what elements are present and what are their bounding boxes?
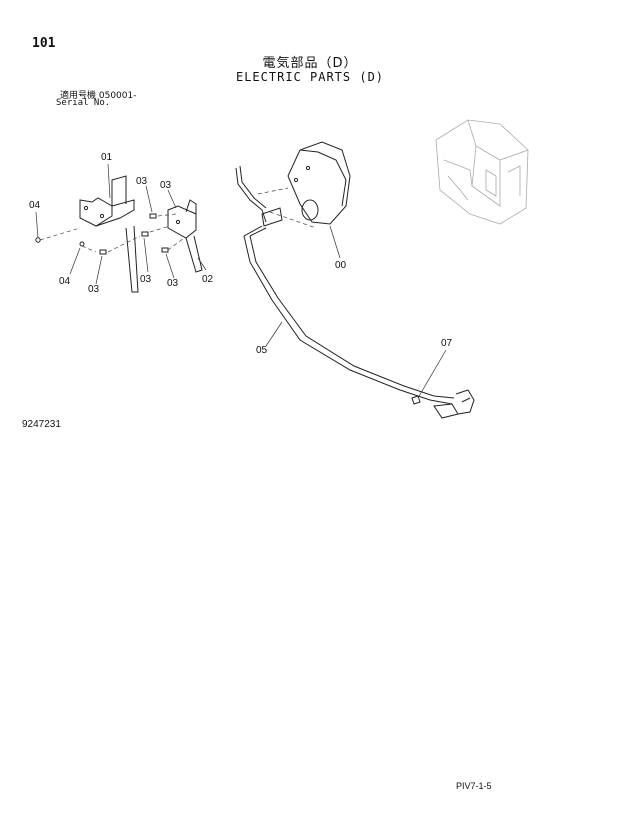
callout-00: 00 (335, 260, 347, 271)
page-title-japanese: 電気部品（D） (262, 56, 358, 71)
screws-drawing (35, 213, 185, 255)
cab-reference-drawing (435, 119, 529, 225)
serial-range-label: 適用号機 050001- (60, 91, 137, 101)
callout-03: 03 (167, 278, 179, 289)
bracket-02-drawing (167, 199, 203, 273)
page-reference: PIV7-1-5 (456, 781, 492, 791)
callout-04: 04 (59, 276, 71, 287)
page-number: 101 (32, 36, 56, 51)
callout-02: 02 (202, 274, 214, 285)
serial-number-label: Serial No. (56, 98, 111, 108)
drawing-number: 9247231 (22, 419, 61, 430)
callout-04: 04 (29, 200, 41, 211)
callout-05: 05 (256, 345, 268, 356)
callout-03: 03 (160, 180, 172, 191)
harness-05-drawing (235, 165, 475, 419)
callout-03: 03 (136, 176, 148, 187)
callout-07: 07 (441, 338, 453, 349)
part-00-drawing (287, 141, 351, 225)
callout-03: 03 (88, 284, 100, 295)
page-title-english: ELECTRIC PARTS (D) (235, 70, 385, 84)
callout-01: 01 (101, 152, 113, 163)
bracket-01-drawing (79, 175, 139, 293)
leader-lines (35, 163, 447, 399)
callout-03: 03 (140, 274, 152, 285)
